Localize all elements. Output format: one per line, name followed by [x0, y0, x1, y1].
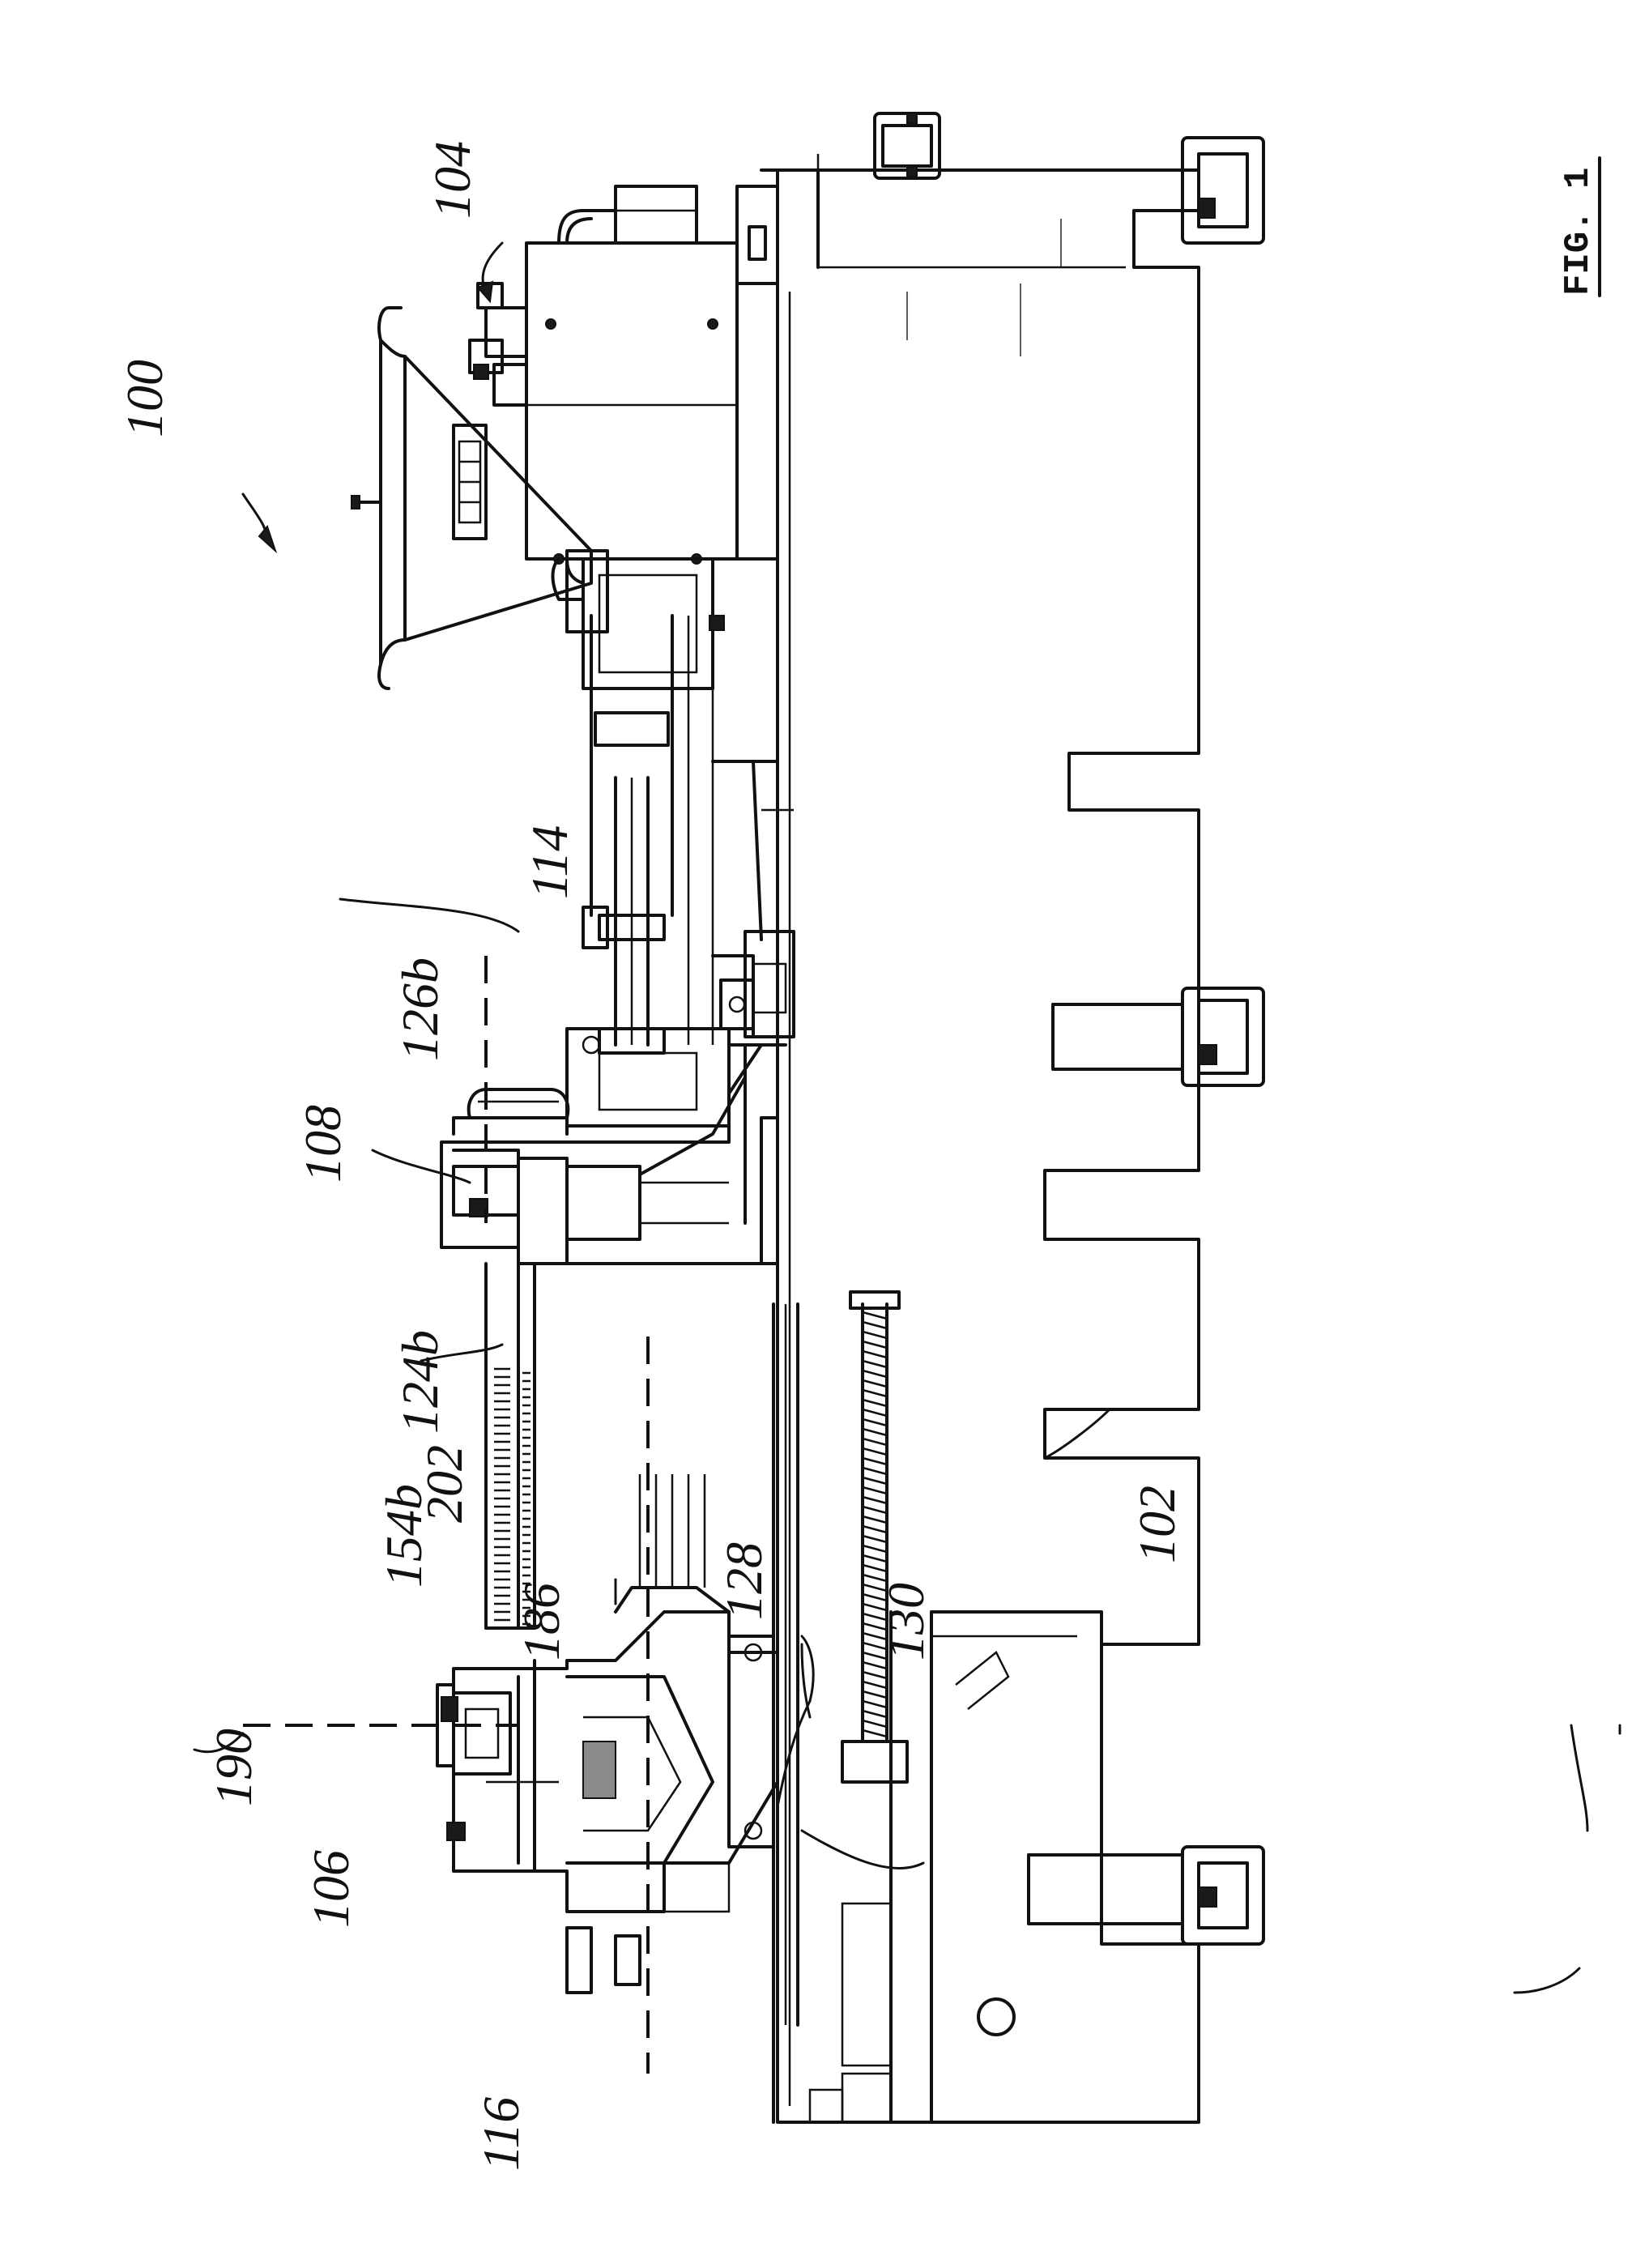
drive-unit-104	[470, 113, 940, 761]
ref-108: 108	[294, 1105, 352, 1183]
lead-screw	[842, 1292, 907, 1782]
ref-128: 128	[715, 1542, 773, 1620]
ref-190: 190	[205, 1729, 262, 1806]
ref-130: 130	[877, 1583, 935, 1660]
ref-114: 114	[521, 825, 578, 899]
jaw-arms-124b	[486, 1264, 535, 1628]
ref-106: 106	[302, 1850, 360, 1928]
ref-154b: 154b	[375, 1484, 432, 1588]
ref-186: 186	[513, 1583, 570, 1660]
ref-104: 104	[424, 141, 481, 219]
ref-102: 102	[1128, 1486, 1186, 1563]
ref-124b: 124b	[391, 1330, 449, 1434]
leader-lines	[194, 243, 1620, 1993]
figure-title: FIG. 1	[1558, 168, 1599, 296]
ref-116: 116	[472, 2097, 530, 2171]
ref-100: 100	[116, 360, 173, 437]
ref-126b: 126b	[391, 957, 449, 1061]
reference-labels: 100 104 114 126b 108 124b 202 154b 186 1…	[116, 141, 1186, 2171]
support-legs	[1029, 138, 1263, 1944]
cylinder-114	[583, 616, 794, 1053]
figure-label: FIG. 1	[1558, 158, 1600, 296]
base-frame	[778, 170, 1199, 2122]
lower-carriage	[810, 1612, 1101, 2122]
